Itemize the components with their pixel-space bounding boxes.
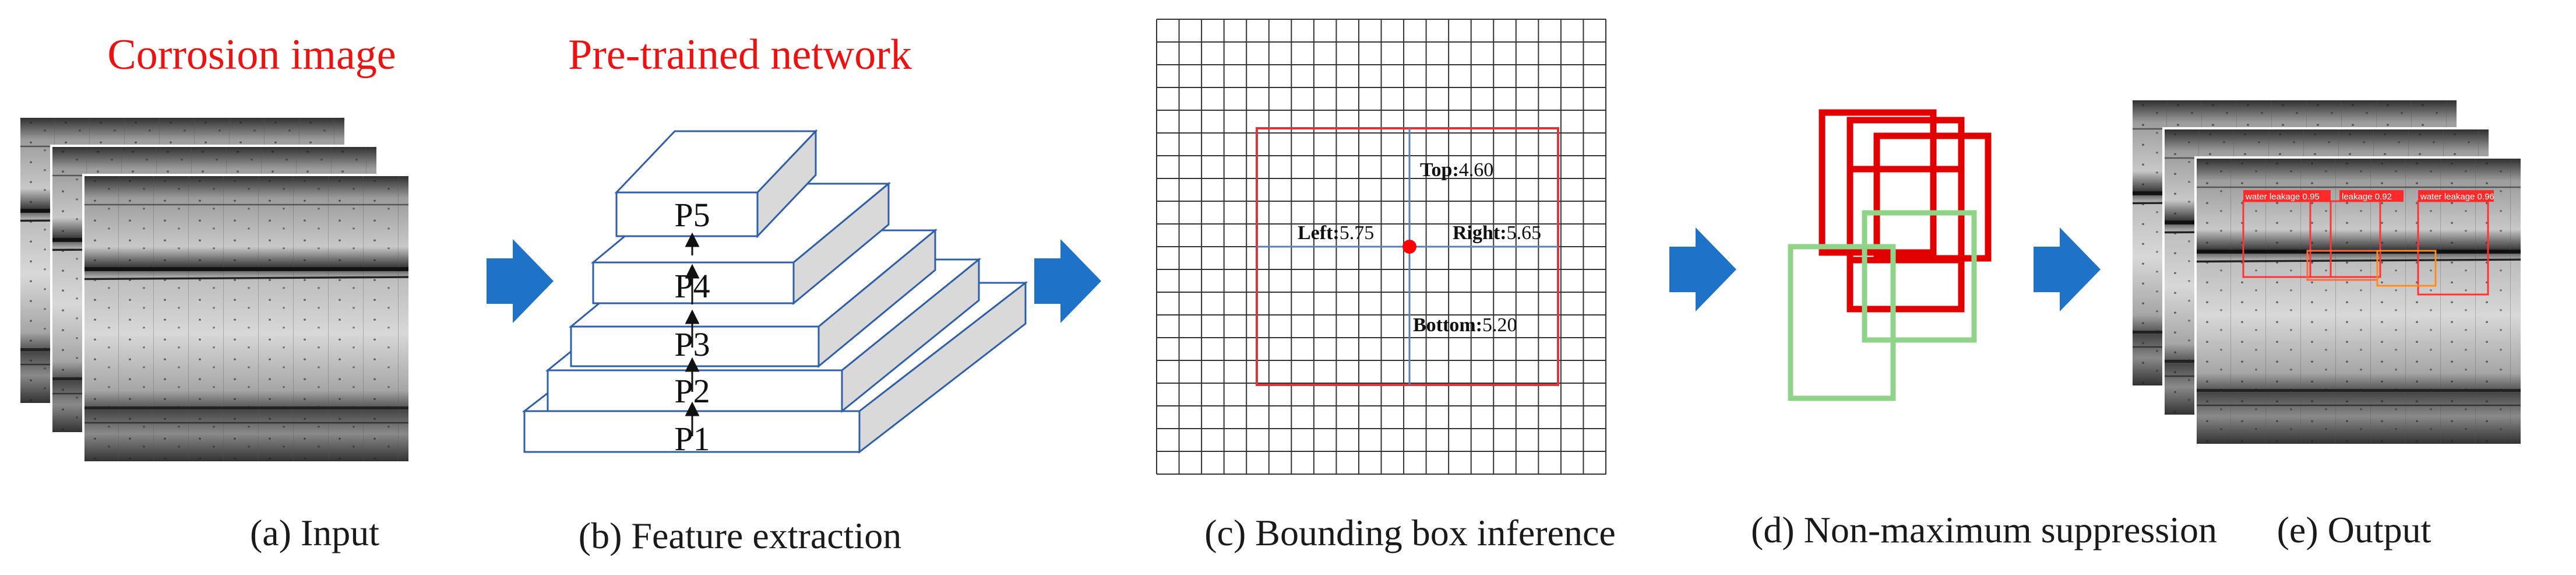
detection-label-bg: [2418, 190, 2494, 202]
detection-label: water leakage 0.96: [2420, 192, 2494, 202]
network-title: Pre-trained network: [568, 31, 912, 79]
level-p3: P3: [674, 325, 710, 363]
level-p4: P4: [674, 267, 710, 305]
detection-label: leakage 0.92: [2342, 192, 2392, 202]
input-title: Corrosion image: [107, 31, 396, 79]
detection-label-bg: [2243, 190, 2331, 202]
bbox-right-label: Right:5.65: [1453, 222, 1541, 244]
caption-output: (e) Output: [2277, 509, 2431, 551]
arrow-right-icon: [1034, 239, 1101, 323]
pyramid-up-arrows: [685, 232, 700, 436]
level-p5: P5: [674, 196, 710, 234]
level-p2: P2: [674, 372, 710, 410]
bbox-top-label: Top:4.60: [1420, 159, 1493, 181]
arrow-right-icon: [2034, 227, 2101, 311]
bbox-left-label: Left:5.75: [1298, 222, 1374, 244]
anchor-center-point: [1402, 240, 1416, 254]
inferred-bounding-box: [1256, 127, 1559, 386]
caption-feature-extraction: (b) Feature extraction: [579, 515, 901, 556]
bbox-bottom-label: Bottom:5.20: [1413, 314, 1517, 336]
caption-input: (a) Input: [250, 512, 379, 553]
detection-label-bg: [2339, 190, 2404, 202]
arrow-right-icon: [1669, 227, 1736, 311]
detection-label: water leakage 0.95: [2245, 192, 2320, 202]
caption-bounding-box-inference: (c) Bounding box inference: [1204, 512, 1616, 553]
feature-pyramid: [521, 129, 1028, 454]
output-image-stack: [2131, 99, 2522, 445]
arrow-right-icon: [487, 239, 554, 323]
caption-non-maximum-suppression: (d) Non-maximum suppression: [1751, 509, 2217, 551]
nms-candidate-boxes: [1788, 109, 1992, 401]
input-image-stack: [19, 117, 410, 462]
level-p1: P1: [674, 420, 710, 458]
